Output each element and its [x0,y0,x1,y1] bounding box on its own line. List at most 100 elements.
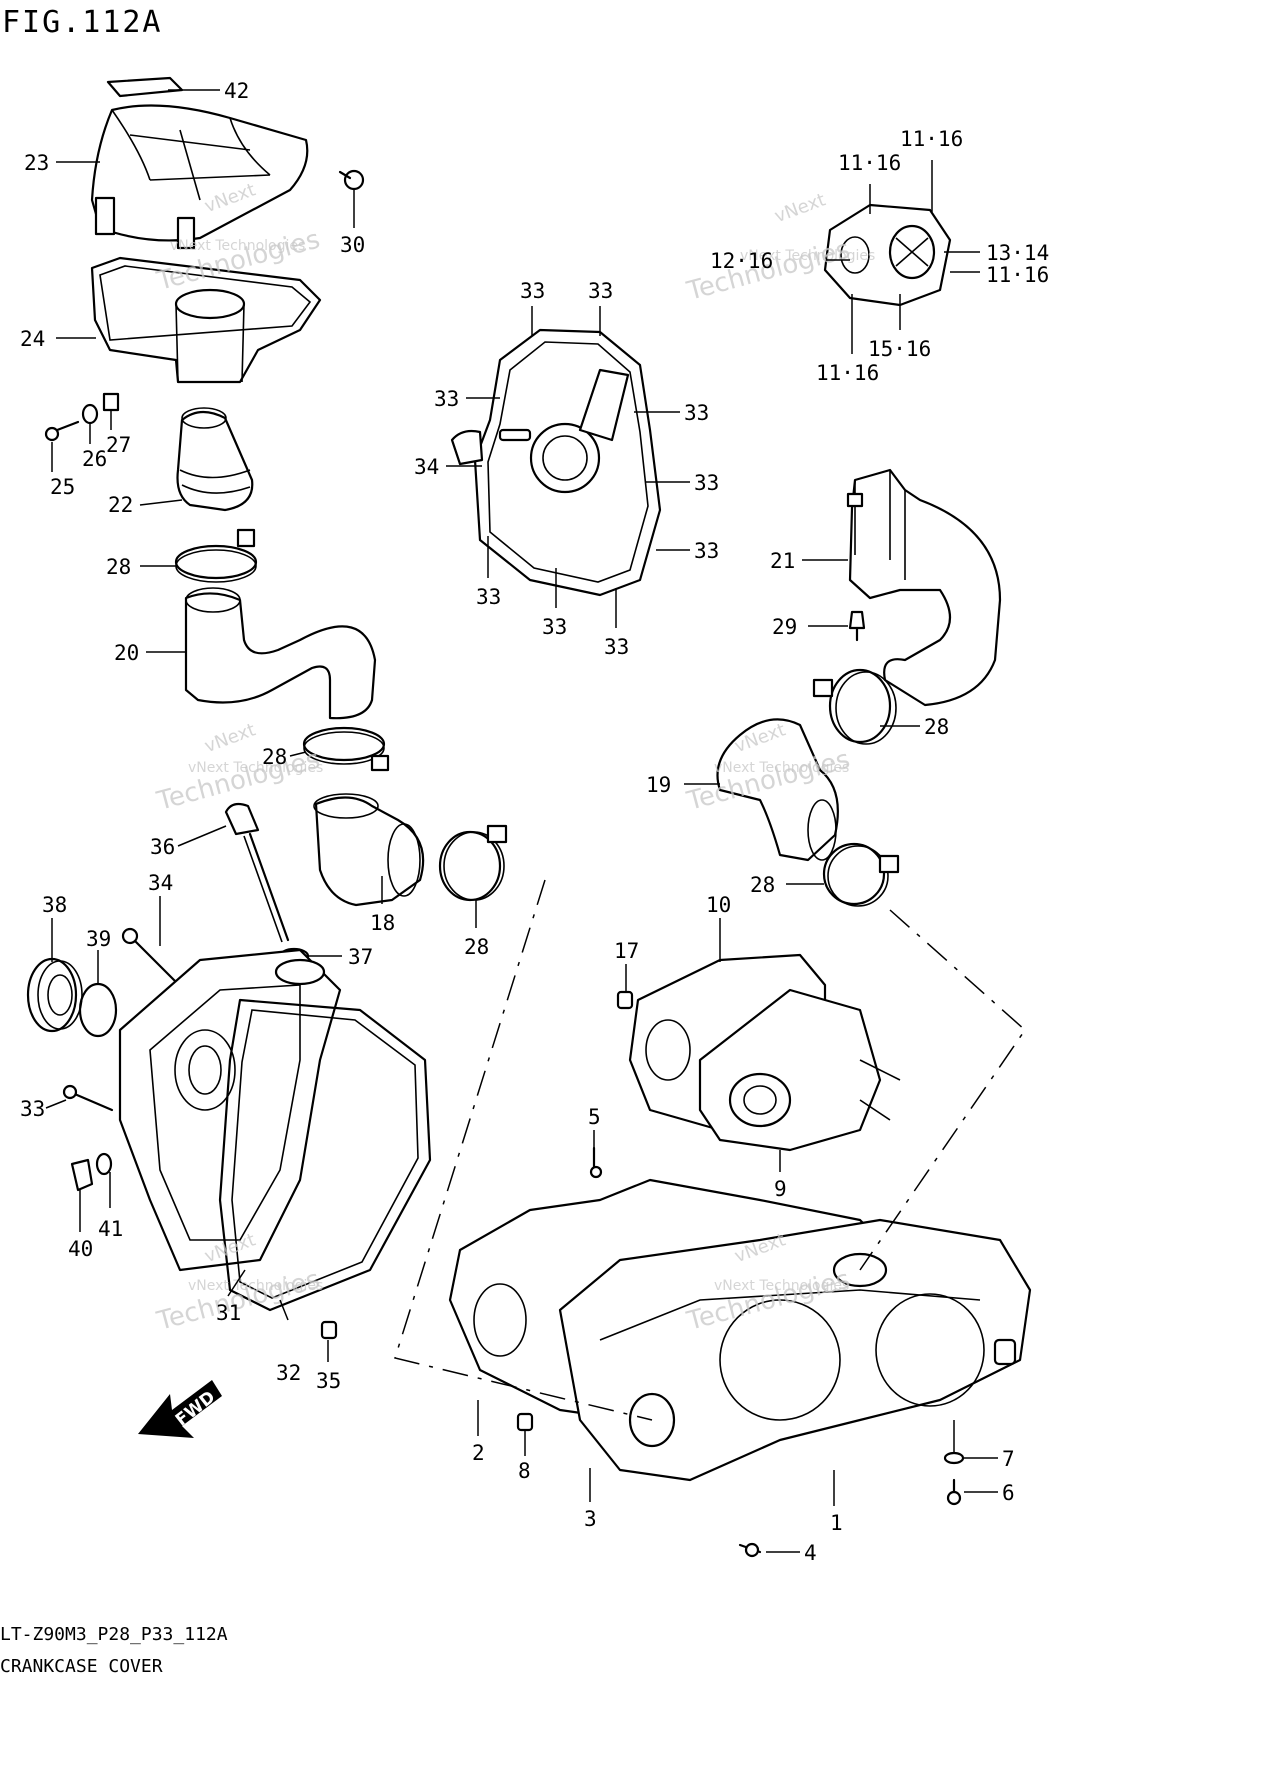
callout-34-center: 34 [414,455,439,479]
part-10-gasket-9-cover [628,953,901,1152]
callout-33-c: 33 [588,279,613,303]
callout-1: 1 [830,1511,843,1535]
part-23-cap [90,104,309,250]
callout-28-e: 28 [750,873,775,897]
part-33-bolt [62,1084,114,1112]
callout-38: 38 [42,893,67,917]
callout-36: 36 [150,835,175,859]
figure-title: FIG.112A [2,5,163,40]
callout-34-left: 34 [148,871,173,895]
callout-33-h: 33 [476,585,501,609]
part-30-screw [338,169,365,191]
part-28-clamp-e [822,842,900,907]
part-36-dipstick [224,802,290,943]
callout-15-16: 15·16 [868,337,931,361]
part-4-bolt [738,1542,762,1558]
callout-39: 39 [86,927,111,951]
callout-19: 19 [646,773,671,797]
watermark-17: vNext Technologies [714,1278,849,1294]
callout-18: 18 [370,911,395,935]
part-28-clamp-d [812,668,897,745]
part-19-hose [716,718,839,862]
fwd-arrow-badge: FWD [138,1380,222,1438]
callout-11-16-c: 11·16 [986,263,1049,287]
callout-31: 31 [216,1301,241,1325]
part-magneto-cover [450,328,662,597]
callout-21: 21 [770,549,795,573]
callout-29: 29 [772,615,797,639]
callout-28-a: 28 [106,555,131,579]
part-39-oring [78,982,118,1038]
callout-27: 27 [106,433,131,457]
alignment-lines [394,879,1026,1421]
callout-23: 23 [24,151,49,175]
callout-8: 8 [518,1459,531,1483]
watermark-2: vNext Technologies [170,238,305,254]
part-29-screw [848,610,866,642]
callout-3: 3 [584,1507,597,1531]
part-38-seal [26,957,83,1033]
callout-4: 4 [804,1541,817,1565]
callout-24: 24 [20,327,45,351]
watermark-4: vNext [772,189,829,227]
callout-25: 25 [50,475,75,499]
part-28-clamp-b [302,726,390,772]
callout-37: 37 [348,945,373,969]
callout-33-j: 33 [604,635,629,659]
part-40-41-plug [70,1152,113,1192]
callout-40: 40 [68,1237,93,1261]
callout-33-e: 33 [684,401,709,425]
callout-11-16-a: 11·16 [838,151,901,175]
part-left-cover [118,948,432,1312]
callout-33-b: 33 [520,279,545,303]
part-28-clamp-a [174,528,258,583]
callout-26: 26 [82,447,107,471]
callout-35: 35 [316,1369,341,1393]
callout-13-14: 13·14 [986,241,1049,265]
callout-2: 2 [472,1441,485,1465]
callout-22: 22 [108,493,133,517]
callout-11-16-b: 11·16 [900,127,963,151]
callout-20: 20 [114,641,139,665]
callout-42: 42 [224,79,249,103]
callout-5: 5 [588,1105,601,1129]
part-8-dowel [516,1412,534,1432]
watermark-11: vNext Technologies [714,760,849,776]
callout-41: 41 [98,1217,123,1241]
part-5-bolt [589,1146,603,1179]
part-small-cover [823,203,952,307]
callout-28-b: 28 [262,745,287,769]
callout-6: 6 [1002,1481,1015,1505]
callout-33-left: 33 [20,1097,45,1121]
model-code: LT-Z90M3_P28_P33_112A [0,1624,228,1645]
callout-33-f: 33 [694,471,719,495]
callout-28-c: 28 [464,935,489,959]
part-6-7-hardware [943,1451,965,1506]
part-25-26-27-hardware [44,392,120,442]
callout-33-i: 33 [542,615,567,639]
part-18-hose [313,793,425,907]
part-20-duct [184,587,377,720]
callout-12-16: 12·16 [710,249,773,273]
callout-32: 32 [276,1361,301,1385]
callout-28-d: 28 [924,715,949,739]
callout-33-g: 33 [694,539,719,563]
part-21-duct [846,468,1002,707]
part-24-case [90,256,322,384]
part-28-clamp-c [438,824,508,902]
part-17-dowel [616,990,634,1010]
figure-caption: CRANKCASE COVER [0,1656,163,1677]
part-1-2-3-crankcase-cover [448,1178,1032,1482]
part-42-pad [106,76,184,98]
callout-11-16-d: 11·16 [816,361,879,385]
callout-33-d: 33 [434,387,459,411]
callout-9: 9 [774,1177,787,1201]
watermark-8: vNext Technologies [188,760,323,776]
part-35-dowel [320,1320,338,1340]
part-22-elbow [176,407,254,512]
callout-labels: 42 23 30 24 25 26 27 22 28 20 28 36 18 2… [20,79,1049,1565]
callout-30: 30 [340,233,365,257]
callout-17: 17 [614,939,639,963]
